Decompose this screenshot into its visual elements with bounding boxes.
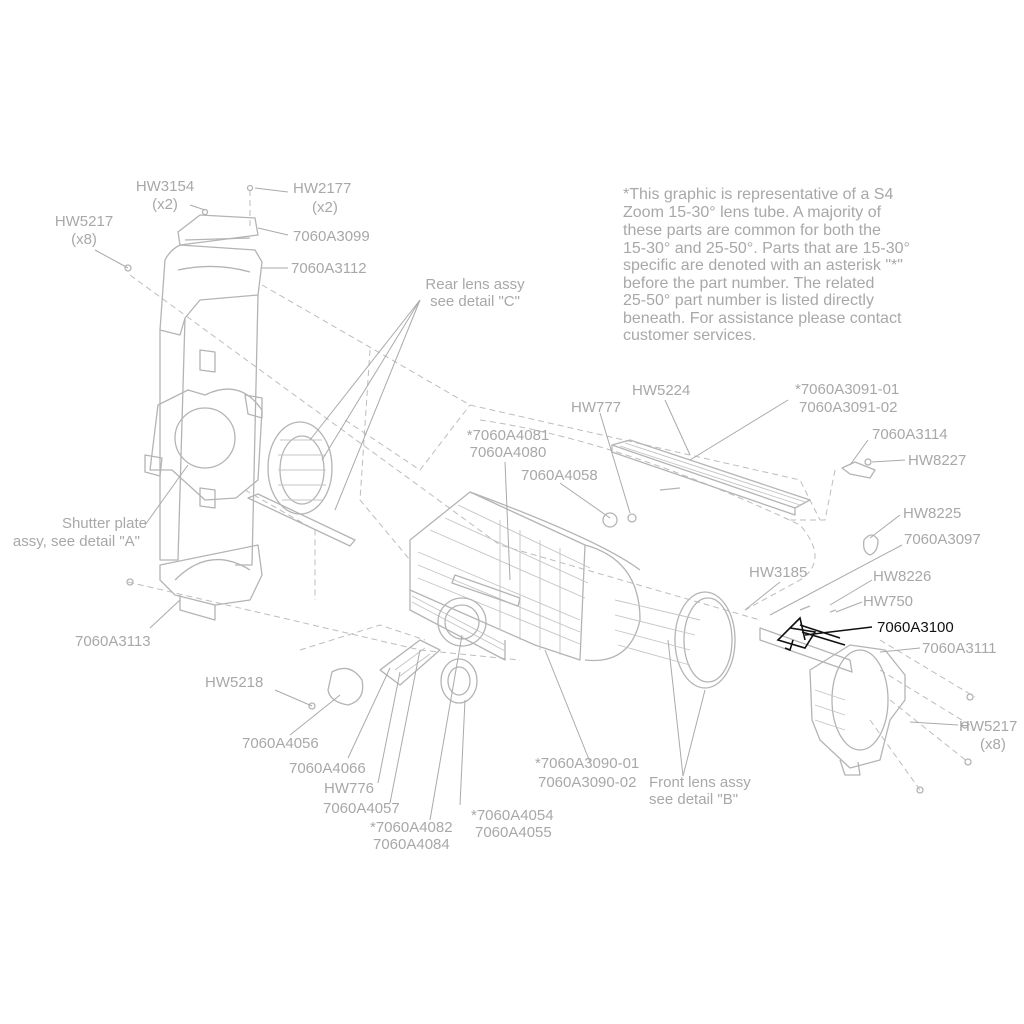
front-lens-ring xyxy=(614,591,736,689)
label-7060a3091-02: 7060A3091-02 xyxy=(799,399,897,416)
label-7060a3113: 7060A3113 xyxy=(75,633,151,650)
label-hw2177-qty: (x2) xyxy=(312,199,338,216)
label-hw5217-right-qty: (x8) xyxy=(980,736,1006,753)
label-hw5218: HW5218 xyxy=(205,674,263,691)
label-7060a3099: 7060A3099 xyxy=(293,228,370,245)
label-7060a3090-01: *7060A3090-01 xyxy=(535,755,639,772)
front-housing xyxy=(809,644,974,794)
label-hw8225: HW8225 xyxy=(903,505,961,522)
label-7060a4057: 7060A4057 xyxy=(323,800,400,817)
label-7060a3097: 7060A3097 xyxy=(904,531,981,548)
label-7060a4082: *7060A4082 xyxy=(370,819,453,836)
label-hw750: HW750 xyxy=(863,593,913,610)
label-hw2177: HW2177 xyxy=(293,180,351,197)
label-7060a4055: 7060A4055 xyxy=(475,824,552,841)
main-barrel xyxy=(409,491,641,662)
label-hw5224: HW5224 xyxy=(632,382,690,399)
label-hw3154-qty: (x2) xyxy=(152,196,178,213)
note-text-block: *This graphic is representative of a S4 … xyxy=(623,186,910,344)
label-7060a4054: *7060A4054 xyxy=(471,807,554,824)
label-shutter-1: Shutter plate xyxy=(62,515,147,532)
note-line: 25-50° part number is listed directly xyxy=(623,292,874,309)
label-7060a4084: 7060A4084 xyxy=(373,836,450,853)
label-7060a4081: *7060A4081 xyxy=(467,427,550,444)
label-7060a4058: 7060A4058 xyxy=(521,467,598,484)
label-7060a3112: 7060A3112 xyxy=(291,260,367,277)
bottom-components xyxy=(308,597,487,710)
label-7060a4066: 7060A4066 xyxy=(289,760,366,777)
note-line: before the part number. The related xyxy=(623,275,874,292)
note-line: 15-30° and 25-50°. Parts that are 15-30° xyxy=(623,240,910,257)
small-parts xyxy=(602,458,879,673)
note-line: these parts are common for both the xyxy=(623,222,881,239)
note-line: specific are denoted with an asterisk "*… xyxy=(623,257,903,274)
note-line: Zoom 15-30° lens tube. A majority of xyxy=(623,204,882,221)
label-7060a3114: 7060A3114 xyxy=(872,426,948,443)
label-7060a3090-02: 7060A3090-02 xyxy=(538,774,636,791)
label-hw776: HW776 xyxy=(324,780,374,797)
rear-housing-frame xyxy=(124,184,263,621)
top-rail xyxy=(611,439,811,516)
part-labels: HW3154 (x2) HW2177 (x2) 7060A3099 HW5217… xyxy=(13,178,1017,853)
label-hw3185: HW3185 xyxy=(749,564,807,581)
note-line: beneath. For assistance please contact xyxy=(623,310,902,327)
label-hw777: HW777 xyxy=(571,399,621,416)
label-7060a3091-01: *7060A3091-01 xyxy=(795,381,899,398)
label-shutter-2: assy, see detail "A" xyxy=(13,533,140,550)
label-front-lens-2: see detail "B" xyxy=(649,791,738,808)
label-7060a4056: 7060A4056 xyxy=(242,735,319,752)
rear-lens-assembly xyxy=(247,421,356,547)
label-rear-lens-2: see detail "C" xyxy=(430,293,520,310)
label-7060a3111: 7060A3111 xyxy=(922,640,997,657)
label-7060a3100: 7060A3100 xyxy=(877,619,954,636)
label-hw5217-left-qty: (x8) xyxy=(71,231,97,248)
label-hw5217-left: HW5217 xyxy=(55,213,113,230)
label-hw8226: HW8226 xyxy=(873,568,931,585)
label-front-lens-1: Front lens assy xyxy=(649,774,751,791)
label-hw3154: HW3154 xyxy=(136,178,194,195)
label-hw5217-right: HW5217 xyxy=(959,718,1017,735)
label-7060a4080: 7060A4080 xyxy=(470,444,547,461)
label-hw8227: HW8227 xyxy=(908,452,966,469)
label-rear-lens-1: Rear lens assy xyxy=(425,276,525,293)
note-line: *This graphic is representative of a S4 xyxy=(623,186,893,203)
note-line: customer services. xyxy=(623,327,756,344)
leader-lines xyxy=(94,187,959,821)
